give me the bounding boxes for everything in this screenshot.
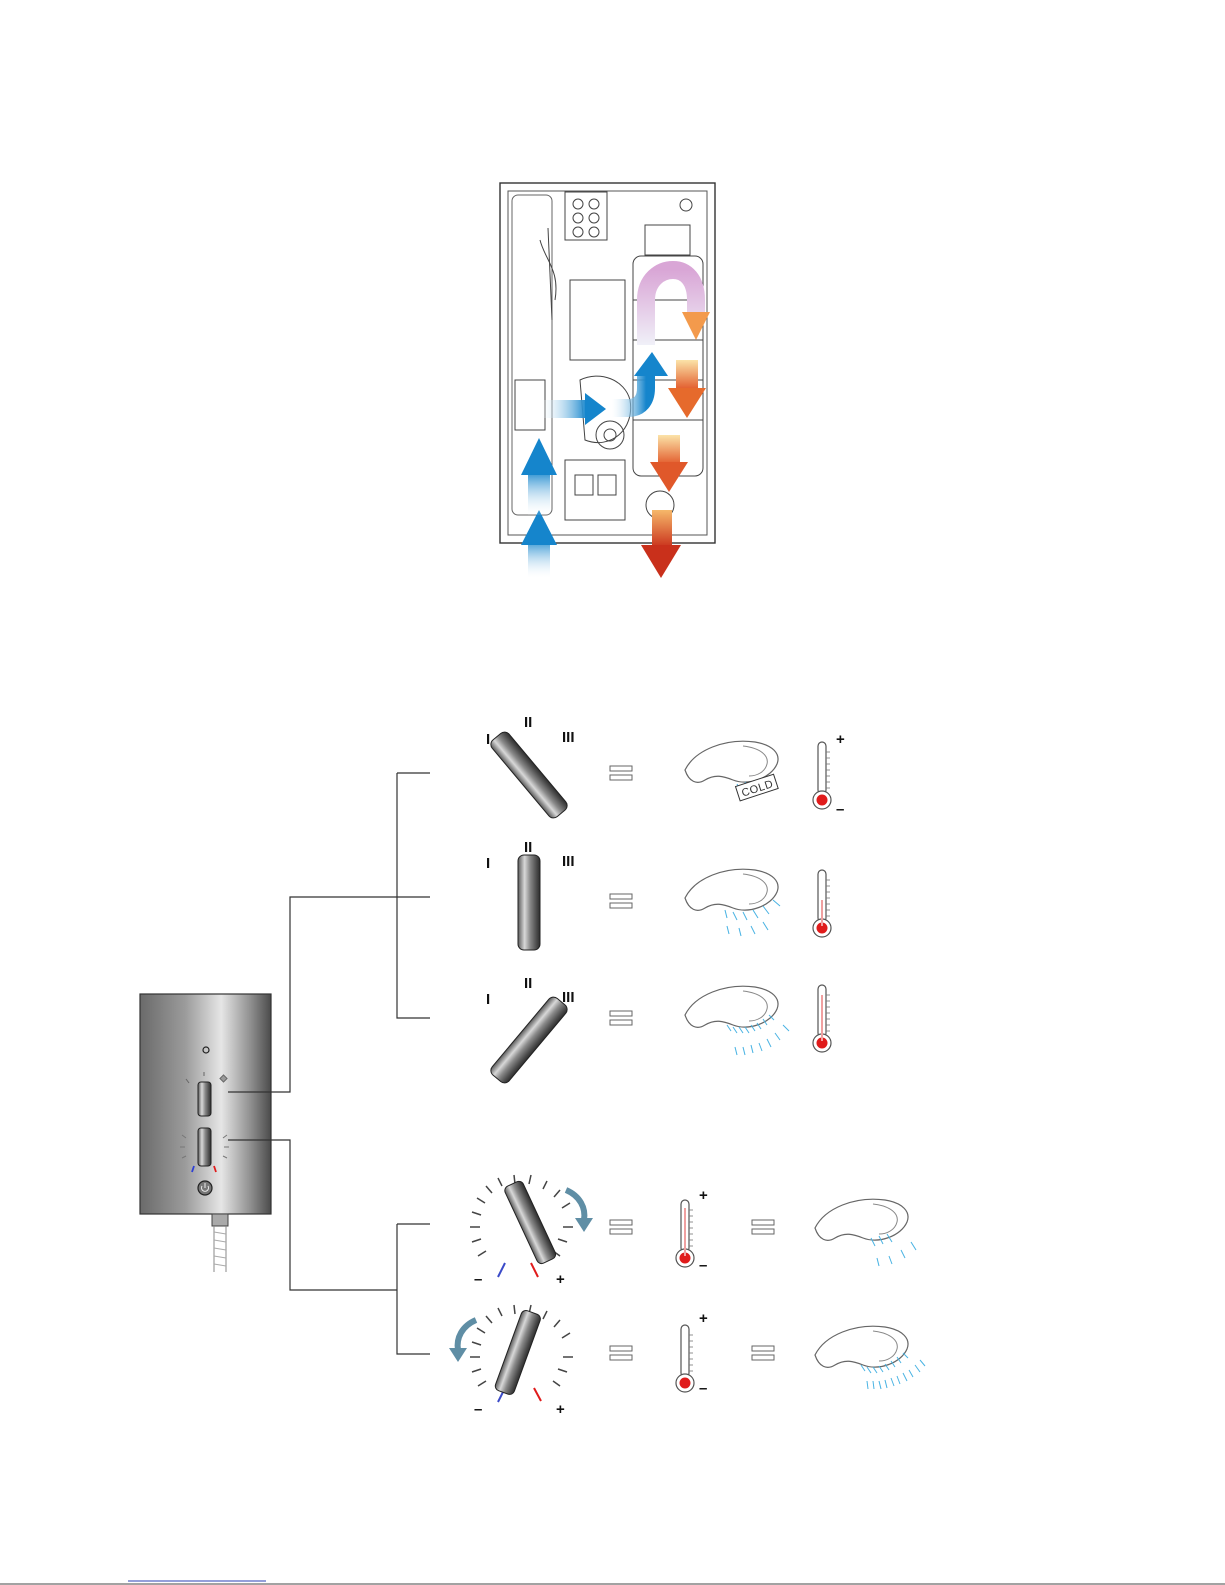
temperature-knob-b: [494, 1309, 542, 1396]
terminal-block: [565, 192, 607, 240]
shower-head-warm: [685, 869, 780, 936]
selector-knob-position-1: I II III: [486, 714, 575, 820]
svg-text:+: +: [699, 1187, 708, 1204]
selector-row-hot: I II III: [486, 975, 831, 1085]
equals-sign: [610, 766, 632, 780]
svg-text:–: –: [474, 1401, 482, 1418]
equals-sign: [752, 1346, 774, 1360]
equals-sign: [610, 1346, 632, 1360]
svg-text:+: +: [556, 1271, 565, 1288]
svg-text:III: III: [562, 989, 575, 1006]
temperature-row-decrease: – + + –: [449, 1305, 925, 1418]
heater-internal-diagram: [500, 183, 715, 578]
temperature-knob[interactable]: [198, 1128, 211, 1166]
svg-text:III: III: [562, 853, 575, 870]
svg-text:II: II: [524, 975, 532, 992]
turn-clockwise-arrow: [566, 1190, 584, 1220]
svg-text:II: II: [524, 839, 532, 856]
power-selector-knob[interactable]: [198, 1082, 211, 1116]
selector-row-warm: I II III: [486, 839, 831, 950]
shower-head-hot: [685, 986, 789, 1055]
thermometer-increase: + –: [676, 1187, 708, 1274]
svg-text:–: –: [699, 1257, 707, 1274]
equals-sign: [610, 1011, 632, 1025]
svg-text:I: I: [486, 991, 490, 1008]
svg-text:–: –: [836, 801, 844, 818]
turn-anticlockwise-arrow: [458, 1320, 476, 1350]
shower-unit: [140, 994, 271, 1272]
thermometer-cold: + –: [813, 731, 845, 818]
power-button[interactable]: [198, 1181, 212, 1195]
temperature-knob-a: [503, 1180, 557, 1265]
equals-sign: [752, 1220, 774, 1234]
selector-knob-position-2: I II III: [486, 839, 575, 950]
mode-mark-3: III: [562, 729, 575, 746]
svg-text:I: I: [486, 855, 490, 872]
shower-head-cold: COLD: [685, 741, 778, 801]
shower-head-low-flow: [815, 1199, 916, 1266]
shower-head-high-flow: [815, 1326, 925, 1389]
svg-text:+: +: [556, 1401, 565, 1418]
mode-mark-1: I: [486, 731, 490, 748]
temperature-row-increase: – + + –: [470, 1175, 916, 1288]
thermometer-hot: [813, 985, 831, 1052]
svg-text:–: –: [699, 1380, 707, 1397]
svg-text:–: –: [474, 1271, 482, 1288]
selector-knob-position-3: I II III: [486, 975, 575, 1085]
equals-sign: [610, 894, 632, 908]
mode-mark-2: II: [524, 714, 532, 731]
thermometer-warm: [813, 870, 831, 937]
thermometer-decrease: + –: [676, 1310, 708, 1397]
svg-text:+: +: [699, 1310, 708, 1327]
equals-sign: [610, 1220, 632, 1234]
svg-text:+: +: [836, 731, 845, 748]
selector-row-cold: I II III COLD + –: [486, 714, 845, 820]
